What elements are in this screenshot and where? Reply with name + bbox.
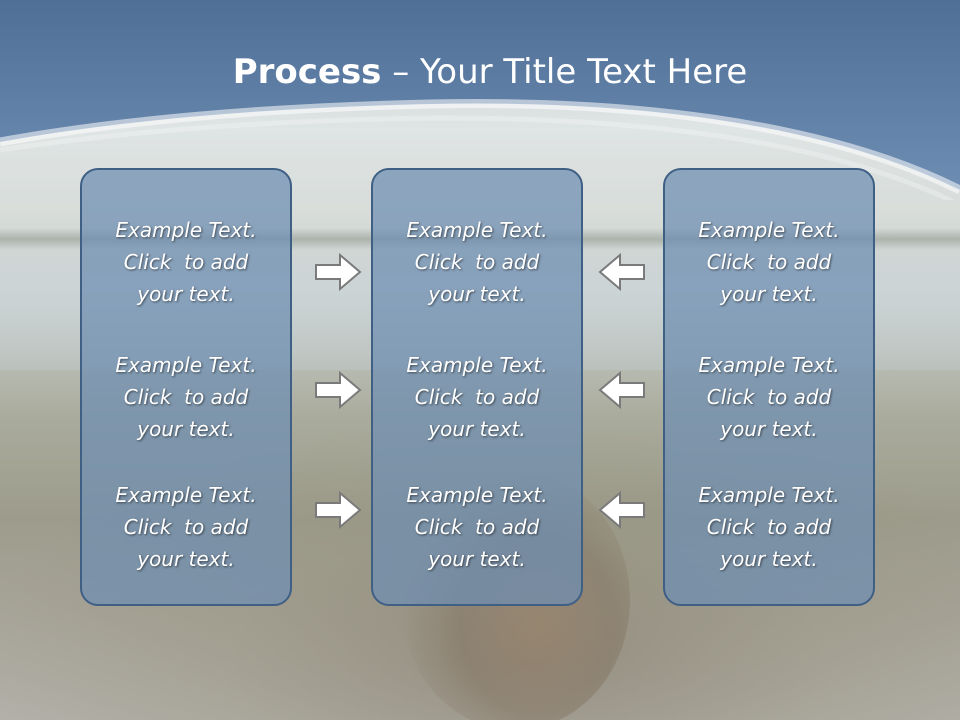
title-bold-part: Process — [232, 52, 382, 92]
text-line: Click to add — [414, 515, 540, 539]
header-banner — [0, 0, 960, 200]
text-line: Example Text. — [115, 353, 257, 377]
text-line: Click to add — [123, 385, 249, 409]
text-line: your text. — [137, 547, 235, 571]
right-arrow-icon — [315, 370, 362, 410]
text-block[interactable]: Example Text. Click to add your text. — [82, 214, 290, 310]
text-block[interactable]: Example Text. Click to add your text. — [665, 214, 873, 310]
text-line: Example Text. — [115, 483, 257, 507]
text-line: Click to add — [414, 250, 540, 274]
text-block[interactable]: Example Text. Click to add your text. — [373, 214, 581, 310]
left-arrow-icon — [598, 370, 645, 410]
text-line: Example Text. — [115, 218, 257, 242]
text-block[interactable]: Example Text. Click to add your text. — [373, 349, 581, 445]
text-line: Example Text. — [698, 218, 840, 242]
right-arrow-icon — [315, 490, 362, 530]
text-line: Click to add — [414, 385, 540, 409]
text-line: Example Text. — [698, 353, 840, 377]
title-rest-part: – Your Title Text Here — [381, 52, 748, 92]
right-arrow-icon — [315, 252, 362, 292]
text-line: your text. — [720, 547, 818, 571]
text-line: your text. — [137, 417, 235, 441]
text-line: Click to add — [706, 385, 832, 409]
text-line: Example Text. — [406, 353, 548, 377]
text-line: your text. — [428, 417, 526, 441]
text-line: Click to add — [706, 515, 832, 539]
text-line: Example Text. — [406, 218, 548, 242]
text-block[interactable]: Example Text. Click to add your text. — [82, 349, 290, 445]
text-line: your text. — [720, 417, 818, 441]
text-block[interactable]: Example Text. Click to add your text. — [665, 349, 873, 445]
text-line: your text. — [720, 282, 818, 306]
slide-title[interactable]: Process – Your Title Text Here — [0, 52, 960, 92]
text-line: Click to add — [123, 515, 249, 539]
left-arrow-icon — [598, 490, 645, 530]
process-panel-center[interactable]: Example Text. Click to add your text. Ex… — [371, 168, 583, 606]
text-line: Click to add — [706, 250, 832, 274]
text-block[interactable]: Example Text. Click to add your text. — [82, 479, 290, 575]
process-panel-left[interactable]: Example Text. Click to add your text. Ex… — [80, 168, 292, 606]
text-line: your text. — [428, 547, 526, 571]
text-block[interactable]: Example Text. Click to add your text. — [373, 479, 581, 575]
text-line: Example Text. — [406, 483, 548, 507]
text-block[interactable]: Example Text. Click to add your text. — [665, 479, 873, 575]
text-line: Click to add — [123, 250, 249, 274]
process-panel-right[interactable]: Example Text. Click to add your text. Ex… — [663, 168, 875, 606]
text-line: your text. — [137, 282, 235, 306]
text-line: Example Text. — [698, 483, 840, 507]
left-arrow-icon — [598, 252, 645, 292]
text-line: your text. — [428, 282, 526, 306]
